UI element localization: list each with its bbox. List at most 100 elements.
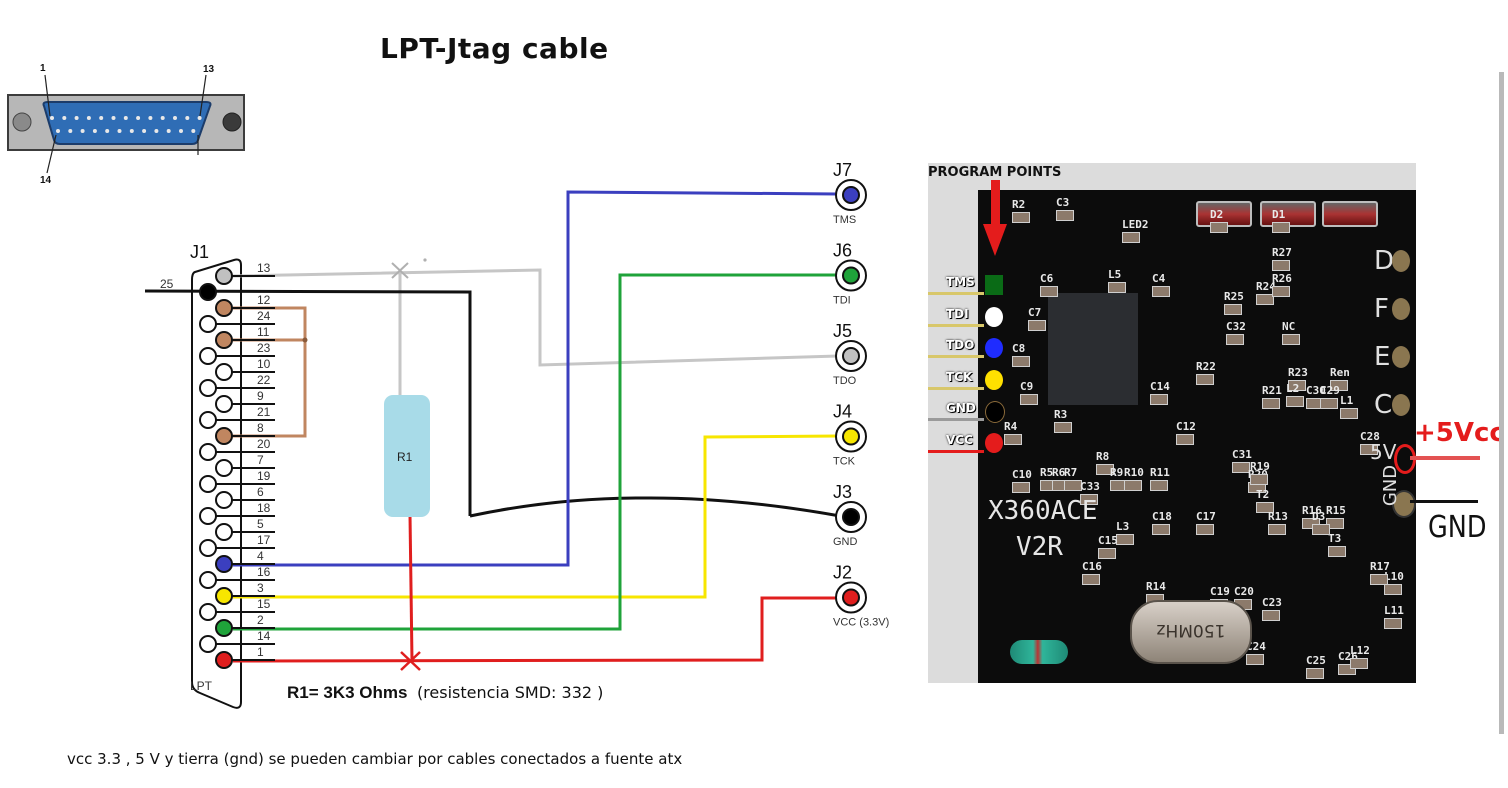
pcb-silk-label: LED2 — [1122, 218, 1149, 231]
j1-pin-3 — [215, 587, 233, 605]
program-pad-gnd — [985, 401, 1005, 423]
pcb-silk-label: C33 — [1080, 480, 1100, 493]
edge-pad-c — [1392, 394, 1410, 416]
pcb-smd-part — [1360, 444, 1378, 455]
db25-pin — [99, 116, 104, 120]
j1-pin-25 — [199, 283, 217, 301]
jack-j6-label: J6 — [833, 241, 852, 261]
jack-j3-label: J3 — [833, 482, 852, 502]
pcb-silk-label: L12 — [1350, 644, 1370, 657]
pcb-smd-part — [1312, 524, 1330, 535]
pad-label-tck: TCK — [946, 369, 973, 384]
right-border-line — [1499, 72, 1504, 734]
edge-pad-label-d: D — [1374, 246, 1395, 276]
db25-pin — [160, 116, 165, 120]
pcb-smd-part — [1098, 548, 1116, 559]
wire-tms — [233, 190, 839, 567]
jack-j2-center — [842, 588, 860, 607]
pcb-smd-part — [1286, 396, 1304, 407]
pcb-silk-label: R3 — [1054, 408, 1068, 421]
pcb-silk-label: R6 — [1052, 466, 1066, 479]
pcb-smd-part — [1054, 422, 1072, 433]
r1-value-note: R1= 3K3 Ohms (resistencia SMD: 332 ) — [287, 683, 603, 703]
edge-pad-f — [1392, 298, 1410, 320]
pcb-silk-label: R11 — [1150, 466, 1170, 479]
pcb-smd-part — [1096, 464, 1114, 475]
j1-pin-number: 23 — [257, 341, 271, 355]
pcb-smd-part — [1226, 334, 1244, 345]
pcb-silk-label: T3 — [1328, 532, 1342, 545]
pcb-silk-label: L3 — [1116, 520, 1130, 533]
edge-pad-label-c: C — [1374, 390, 1393, 420]
pcb-silk-label: C12 — [1176, 420, 1196, 433]
pcb-silk-label: R22 — [1196, 360, 1216, 373]
pcb-smd-part — [1256, 502, 1274, 513]
pcb-smd-part — [1288, 380, 1306, 391]
wire-r1-vcc — [408, 514, 414, 662]
pcb-silk-label: R5 — [1040, 466, 1054, 479]
pcb-smd-part — [1272, 286, 1290, 297]
j1-pin-number: 11 — [257, 325, 270, 339]
pcb-silk-label: C9 — [1020, 380, 1034, 393]
j1-pin-16 — [199, 571, 217, 589]
jack-signal-label: GND — [833, 536, 858, 548]
pcb-silk-label: C17 — [1196, 510, 1216, 523]
pcb-silk-label: C32 — [1226, 320, 1246, 333]
pcb-smd-part — [1064, 480, 1082, 491]
pcb-smd-part — [1040, 286, 1058, 297]
pcb-silk-label: R15 — [1326, 504, 1346, 517]
wire-tdi — [233, 273, 838, 631]
j1-pin-number: 4 — [257, 549, 264, 563]
pcb-smd-part — [1108, 282, 1126, 293]
jack-j5-label: J5 — [833, 321, 852, 341]
j1-pin-1 — [215, 651, 233, 669]
pcb-smd-part — [1320, 398, 1338, 409]
db25-screw-right — [222, 112, 242, 132]
db25-pin — [185, 116, 190, 120]
pcb-silk-label: R27 — [1272, 246, 1292, 259]
j1-pin-11 — [215, 331, 233, 349]
db25-pin — [56, 129, 60, 133]
pointer-pin13 — [199, 74, 207, 117]
pcb-crystal: 150MHz — [1130, 600, 1252, 664]
pcb-board-revision: V2R — [1016, 532, 1063, 562]
db25-photo: 1 13 14 — [7, 63, 245, 186]
wire-vcc — [232, 596, 838, 663]
jack-signal-label: VCC (3.3V) — [833, 617, 889, 629]
jack-j5-center — [842, 347, 860, 365]
pad-label-tdi: TDI — [946, 306, 969, 321]
j1-pin-18 — [199, 507, 217, 525]
db25-pin — [166, 129, 171, 133]
jack-j4-center — [842, 427, 860, 446]
gnd-label: GND — [1428, 510, 1487, 545]
pcb-smd-part — [1338, 664, 1356, 675]
pcb-smd-part — [1080, 494, 1098, 505]
pcb-silk-label: D2 — [1210, 208, 1224, 221]
pcb-silk-label: R23 — [1288, 366, 1308, 379]
pcb-smd-part — [1020, 394, 1038, 405]
wire-gnd-a — [144, 289, 472, 516]
pcb-smd-part — [1302, 518, 1320, 529]
pcb-smd-part — [1262, 610, 1280, 621]
dot-mark — [423, 258, 427, 262]
j1-pin-4 — [215, 555, 233, 573]
pad-label-tms: TMS — [946, 275, 975, 289]
pcb-smd-part — [1152, 524, 1170, 535]
pcb-smd-part — [1012, 482, 1030, 493]
pcb-main-chip — [1048, 293, 1138, 405]
db25-pin — [129, 129, 134, 133]
footer-note: vcc 3.3 , 5 V y tierra (gnd) se pueden c… — [67, 750, 683, 768]
db25-pin — [74, 116, 79, 120]
db25-label-pin14: 14 — [40, 175, 52, 186]
pcb-silk-label: R10 — [1124, 466, 1144, 479]
pad-lead-gnd — [928, 418, 984, 421]
j1-pin-number: 21 — [257, 405, 271, 419]
wire-gnd-pcb — [1410, 500, 1478, 503]
j1-pin-14 — [199, 635, 217, 653]
db25-screw-left — [12, 112, 32, 132]
j1-pin-number: 9 — [257, 389, 264, 403]
db25-pin — [111, 116, 116, 120]
pcb-silk-label: R21 — [1262, 384, 1282, 397]
pcb-silk-label: R7 — [1064, 466, 1078, 479]
db25-pin — [173, 116, 177, 120]
